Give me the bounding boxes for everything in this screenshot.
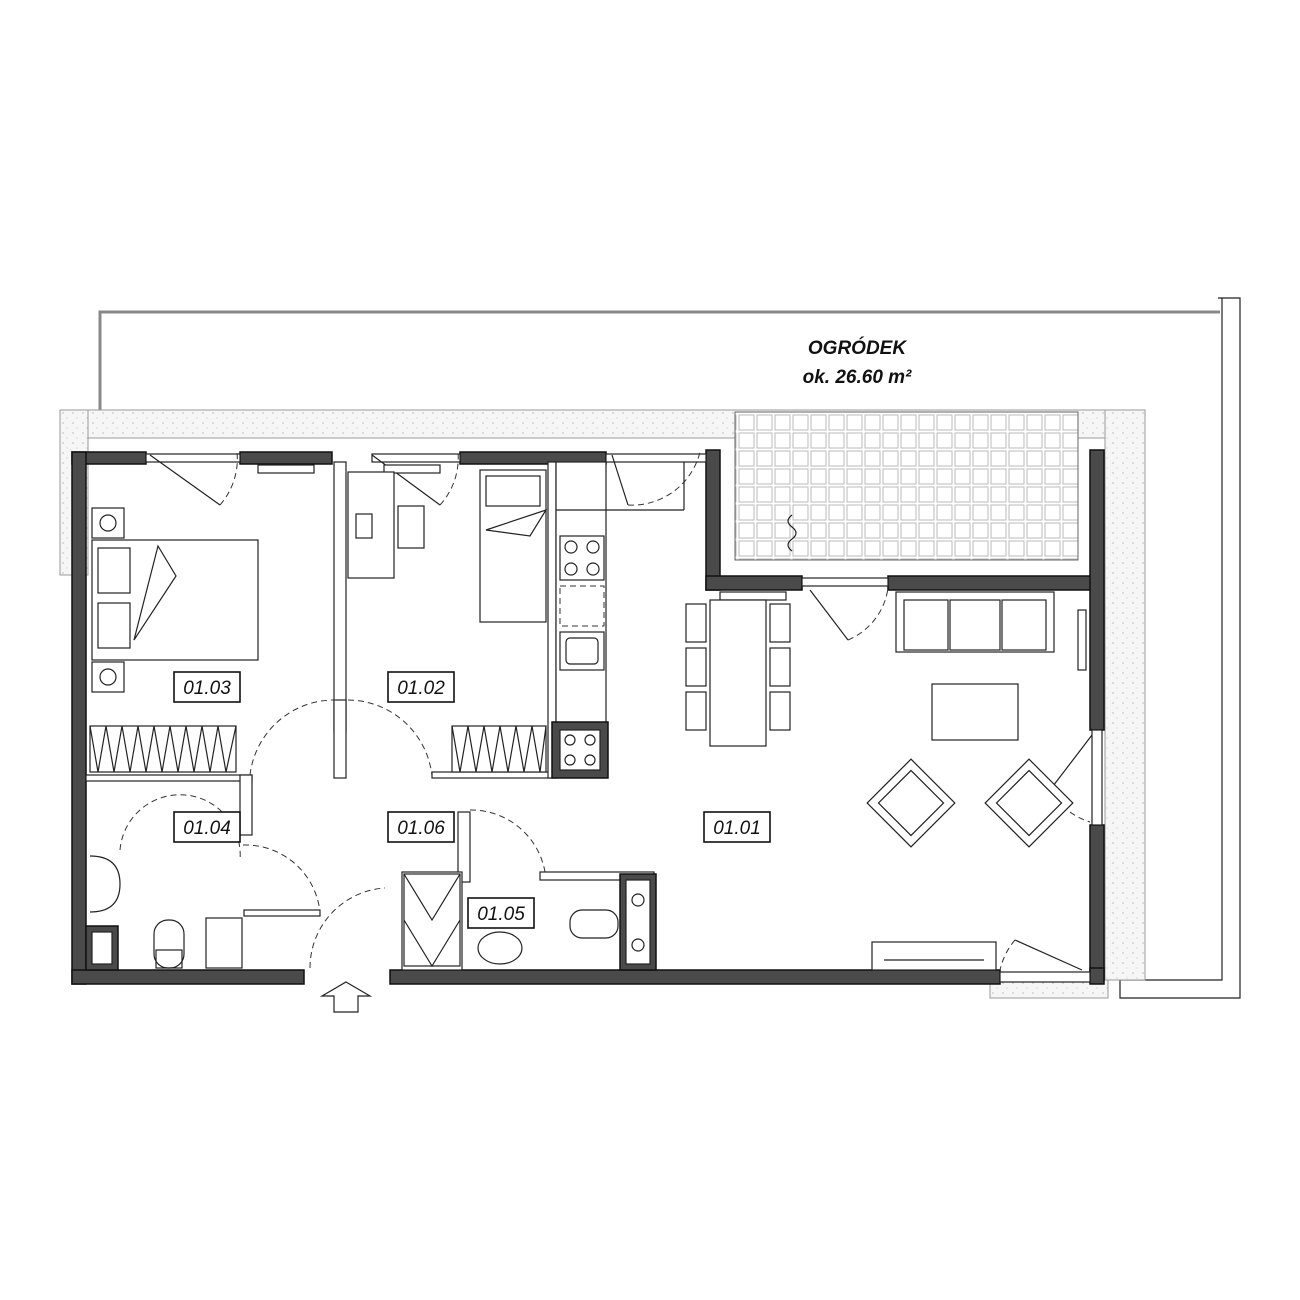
double-bed-icon <box>91 539 259 661</box>
sink-icon <box>559 631 605 671</box>
room-label-01-05: 01.05 <box>467 897 535 929</box>
desk-icon <box>347 471 425 579</box>
radiators <box>257 464 1087 671</box>
shaft-icon-2 <box>85 925 119 971</box>
garden-boundary <box>98 297 1241 999</box>
terrace-tiles <box>734 411 1079 561</box>
room-label-01-03: 01.03 <box>173 671 241 703</box>
room-label-01-06: 01.06 <box>387 811 455 843</box>
sofa-icon <box>895 591 1055 653</box>
garden-name: OGRÓDEK <box>808 337 907 359</box>
toilet-icon <box>153 919 185 969</box>
garden-area: ok. 26.60 m² <box>803 367 912 388</box>
svg-text:01.02: 01.02 <box>397 678 445 699</box>
armchair-icon <box>866 758 1074 848</box>
svg-text:01.03: 01.03 <box>183 678 231 699</box>
wardrobe-icon-3 <box>403 873 461 968</box>
washbasin-icon-2 <box>477 931 523 965</box>
svg-text:01.05: 01.05 <box>477 904 525 925</box>
shaft-icon <box>551 721 609 779</box>
svg-text:01.06: 01.06 <box>397 818 445 839</box>
stove-icon <box>559 535 605 627</box>
room-label-01-01: 01.01 <box>703 811 771 843</box>
nightstand-icon <box>91 507 125 693</box>
wardrobe-icon <box>89 725 237 773</box>
washbasin-icon <box>89 855 121 913</box>
coffee-table-icon <box>931 683 1019 741</box>
windows <box>145 453 1103 983</box>
room-label-01-04: 01.04 <box>173 811 241 843</box>
svg-text:01.01: 01.01 <box>713 818 761 839</box>
downpipe-icon <box>787 514 797 552</box>
wardrobe-icon-2 <box>451 725 547 773</box>
toilet-icon-2 <box>569 909 619 939</box>
entrance-arrow-icon <box>319 981 373 1013</box>
svg-text:01.04: 01.04 <box>183 818 231 839</box>
single-bed-icon <box>479 469 548 623</box>
exterior-walls <box>71 449 1105 985</box>
kitchen-counter <box>555 461 685 725</box>
washing-machine-icon <box>205 917 243 969</box>
room-label-01-02: 01.02 <box>387 671 455 703</box>
table-icon <box>685 599 791 747</box>
tv-cabinet-icon <box>871 941 997 971</box>
shaft-icon-3 <box>619 873 657 971</box>
